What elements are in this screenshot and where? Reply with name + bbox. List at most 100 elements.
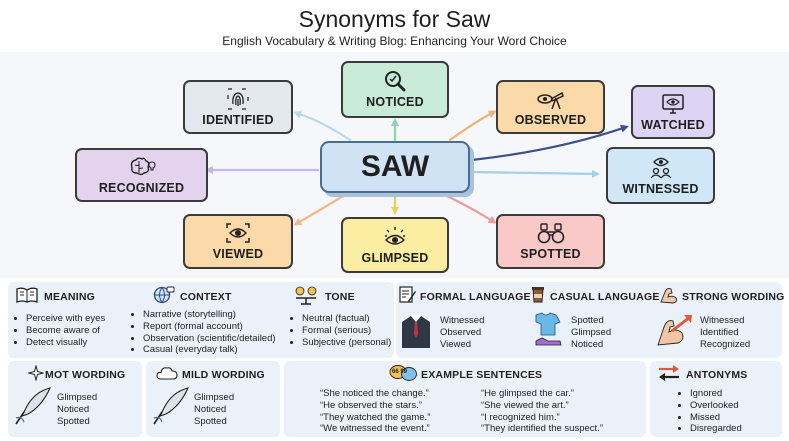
arrow-spotted [443,193,497,224]
list-item: Observed [440,326,482,338]
mild-wording-title: MILD WORDING [182,369,265,381]
antonyms-panel [650,361,782,437]
node-watched: WATCHED [631,85,715,139]
eye-sparkle-icon [384,226,406,245]
formal-language-title: FORMAL LANGUAGE [420,291,531,303]
magnifier-icon [385,71,406,92]
list-item: Casual (everyday talk) [143,344,276,356]
quill-icon [15,387,51,425]
example-sentence: “I recognized him.” [481,411,560,423]
strong-wording-list: Witnessed Identified Recognized [700,315,750,350]
list-item: Disregarded [690,423,742,435]
document-pen-icon [399,286,416,303]
example-sentence: “We witnessed the event.” [320,423,430,435]
cloud-icon [156,367,178,380]
node-label: GLIMPSED [361,250,429,265]
center-word: SAW [320,141,470,193]
casual-language-title: CASUAL LANGUAGE [550,291,660,303]
list-item: Spotted [571,315,604,326]
node-label: IDENTIFIED [202,112,274,127]
brain-icon [130,157,156,175]
book-icon [16,287,38,303]
list-item: Witnessed [440,315,485,326]
tshirt-sneaker-icon [535,312,562,346]
context-title: CONTEXT [180,291,232,303]
list-item: Glimpsed [571,326,612,338]
list-item: Ignored [690,388,742,400]
node-label: OBSERVED [514,112,587,127]
list-item: Glimpsed [194,392,235,403]
list-item: Report (formal account) [143,321,276,333]
list-item: Neutral (factual) [302,313,391,325]
example-sentences-title: EXAMPLE SENTENCES [421,369,543,381]
list-item: Spotted [194,415,227,427]
list-item: Formal (serious) [302,325,391,337]
node-label: RECOGNIZED [98,180,185,195]
node-witnessed: WITNESSED [606,147,715,204]
example-sentence: “He observed the stars.” [320,399,422,411]
globe-icon [153,286,175,304]
info-panel-group [8,282,394,358]
list-item: Detect visually [26,337,105,349]
antonyms-list: Ignored Overlooked Missed Disregarded [678,388,742,435]
tone-title: TONE [325,291,355,303]
list-item: Spotted [57,415,90,427]
example-sentence: “They watched the game.” [320,411,431,423]
node-identified: IDENTIFIED [183,80,293,134]
meaning-list: Perceive with eyes Become aware of Detec… [14,313,105,348]
list-item: Missed [690,412,742,424]
mot-wording-title: MOT WORDING [45,369,126,381]
swap-arrows-icon [659,365,679,381]
mot-wording-list: Glimpsed Noticed Spotted [57,392,97,427]
node-label: VIEWED [212,247,264,261]
example-sentence: “They identified the suspect.” [481,423,603,435]
page-subtitle: English Vocabulary & Writing Blog: Enhan… [222,34,567,48]
telescope-icon [536,91,564,109]
speech-bubbles-icon [389,365,417,381]
eye-frame-icon [226,223,250,243]
node-label: NOTICED [366,95,424,109]
list-item: Identified [700,326,739,338]
coffee-cup-icon [532,287,544,303]
node-noticed: NOTICED [341,61,449,118]
node-glimpsed: GLIMPSED [341,217,449,273]
casual-language-list: Spotted Glimpsed Noticed [571,315,611,350]
node-spotted: SPOTTED [496,214,605,269]
list-item: Noticed [57,403,90,415]
node-label: WITNESSED [622,182,699,196]
list-item: Noticed [194,403,227,415]
list-item: Observation (scientific/detailed) [143,333,276,345]
strong-wording-title: STRONG WORDING [682,291,785,303]
sparkle-icon [28,365,44,381]
example-sentence: “He glimpsed the car.” [481,388,574,399]
list-item: Viewed [440,338,471,350]
example-sentences-right: “He glimpsed the car.” “She viewed the a… [481,388,603,435]
arrow-observed [448,110,497,142]
arrow-watched [470,124,629,162]
page-title: Synonyms for Saw [298,6,491,32]
language-panel-group [396,282,782,358]
quill-icon [153,387,189,425]
binoculars-icon [537,223,564,244]
witness-icon [650,157,671,179]
node-observed: OBSERVED [496,80,605,134]
example-sentences-left: “She noticed the change.” “He observed t… [320,388,430,435]
arrow-identified [293,110,352,142]
context-list: Narrative (storytelling) Report (formal … [131,309,276,356]
list-item: Narrative (storytelling) [143,309,276,321]
balance-scale-icon [295,286,317,305]
node-label: WATCHED [641,117,705,132]
flexed-arm-icon [660,287,678,304]
suit-icon [402,314,430,348]
tone-list: Neutral (factual) Formal (serious) Subje… [290,313,391,348]
formal-language-list: Witnessed Observed Viewed [440,315,484,350]
list-item: Overlooked [690,400,742,412]
node-viewed: VIEWED [183,214,293,269]
arrow-witnessed [470,169,600,178]
list-item: Recognized [700,338,751,350]
monitor-eye-icon [662,93,684,114]
quote-badge: 66 99 [392,369,408,375]
example-sentence: “She noticed the change.” [320,388,429,399]
list-item: Become aware of [26,325,105,337]
example-sentences-panel [284,361,646,437]
